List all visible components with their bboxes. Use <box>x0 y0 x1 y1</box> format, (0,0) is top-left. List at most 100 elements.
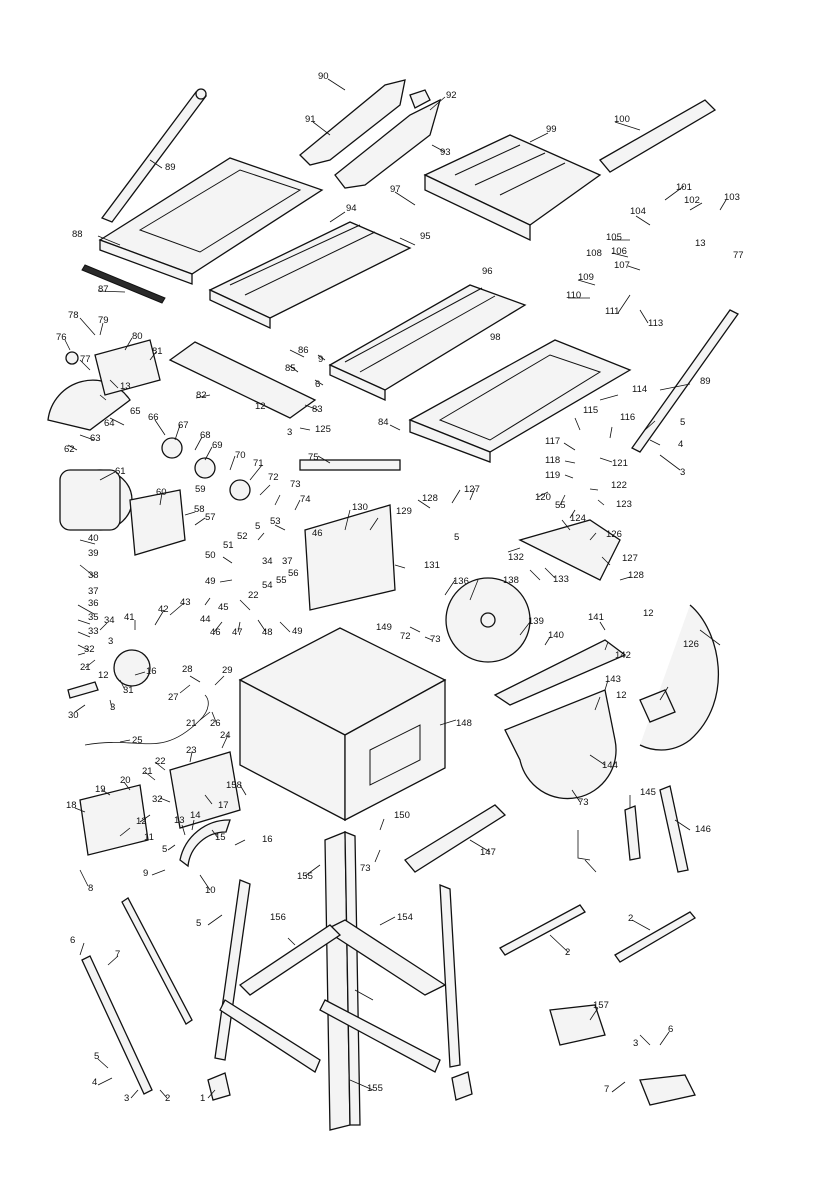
callout-13c: 13 <box>174 815 185 826</box>
callout-88: 88 <box>72 229 83 240</box>
callout-56: 56 <box>288 568 299 579</box>
callout-139: 138 <box>503 575 519 586</box>
callout-38: 38 <box>88 570 99 581</box>
callout-6c: 6 <box>668 1024 673 1035</box>
callout-13b: 13 <box>120 381 131 392</box>
callout-25: 25 <box>132 735 143 746</box>
callout-123: 123 <box>616 499 632 510</box>
callout-6b: 6 <box>70 935 75 946</box>
hex-key-157 <box>577 830 591 861</box>
callout-156: 158 <box>226 780 242 791</box>
callout-2a: 2 <box>165 1093 170 1104</box>
callout-47: 47 <box>232 627 243 638</box>
callout-12b: 12 <box>98 670 109 681</box>
callout-131: 128 <box>422 493 438 504</box>
callout-59: 59 <box>195 484 206 495</box>
callout-77a: 77 <box>733 250 744 261</box>
callout-151: 150 <box>394 810 410 821</box>
saw-blade-139 <box>445 577 531 663</box>
callout-55a: 55 <box>555 500 566 511</box>
callout-5e: 5 <box>196 918 201 929</box>
callout-33: 33 <box>88 626 99 637</box>
callout-97: 97 <box>390 184 401 195</box>
callout-12c: 12 <box>136 816 147 827</box>
callout-2c: 2 <box>628 913 633 924</box>
callout-15: 15 <box>215 832 226 843</box>
callout-22a: 22 <box>248 590 259 601</box>
callout-40: 40 <box>88 533 99 544</box>
callout-87: 87 <box>98 284 109 295</box>
callout-53: 53 <box>270 516 281 527</box>
callout-46b: 46 <box>210 627 221 638</box>
callout-138: 136 <box>453 576 469 587</box>
callout-16a: 16 <box>146 666 157 677</box>
callout-145: 144 <box>602 760 618 771</box>
blade-guard <box>299 79 442 189</box>
power-cord-25 <box>84 694 209 746</box>
rail-89-right <box>631 309 739 453</box>
callout-153a: 155 <box>297 871 313 882</box>
callout-10: 10 <box>205 885 216 896</box>
rail-89-left <box>100 88 208 223</box>
callout-55b: 55 <box>276 575 287 586</box>
callout-141: 140 <box>548 630 564 641</box>
bevel-scale-10 <box>179 819 231 868</box>
switch-box <box>79 784 149 856</box>
right-table-extension-99 <box>423 134 602 242</box>
callout-89a: 89 <box>165 162 176 173</box>
callout-105: 105 <box>606 232 622 243</box>
callout-104: 104 <box>630 206 646 217</box>
callout-116: 116 <box>620 412 635 423</box>
callout-75: 75 <box>308 452 319 463</box>
dust-chute <box>493 639 627 800</box>
parts-drawing <box>47 79 739 1131</box>
callout-126: 127 <box>622 553 638 564</box>
motor-61 <box>59 469 133 531</box>
callout-153b: 155 <box>367 1083 383 1094</box>
callout-144: 143 <box>605 674 621 685</box>
callout-140: 139 <box>528 616 544 627</box>
callout-115: 115 <box>583 405 598 416</box>
callout-32a: 32 <box>84 644 95 655</box>
riving-knife-125 <box>518 519 621 581</box>
callout-147: 146 <box>695 824 711 835</box>
callout-60: 60 <box>156 487 167 498</box>
gearbox-60 <box>129 489 186 556</box>
callout-43: 43 <box>180 597 191 608</box>
callout-132: 129 <box>396 506 412 517</box>
callout-119: 119 <box>545 470 560 481</box>
callout-21b: 21 <box>186 718 197 729</box>
callout-4b: 4 <box>92 1077 97 1088</box>
callout-24: 24 <box>220 730 231 741</box>
callout-35: 35 <box>88 612 99 623</box>
callout-18: 18 <box>66 800 77 811</box>
callout-108: 108 <box>586 248 602 259</box>
arbor-bracket-133 <box>304 504 396 611</box>
left-table-extension-88 <box>98 157 324 285</box>
callout-127: 128 <box>628 570 644 581</box>
callout-99: 99 <box>546 124 557 135</box>
callout-76: 76 <box>56 332 67 343</box>
callout-85: 85 <box>285 363 296 374</box>
callout-121: 121 <box>612 458 628 469</box>
callout-98: 98 <box>490 332 501 343</box>
callout-4a: 4 <box>678 439 683 450</box>
callout-50: 50 <box>205 550 216 561</box>
callout-129: 125 <box>315 424 331 435</box>
callout-65: 65 <box>130 406 141 417</box>
miter-gauge-148 <box>404 804 507 873</box>
callout-6a: 6 <box>315 379 320 390</box>
callout-84: 84 <box>378 417 389 428</box>
callout-21c: 21 <box>142 766 153 777</box>
callout-44: 44 <box>200 614 211 625</box>
callout-8: 8 <box>88 883 93 894</box>
callout-9: 9 <box>318 354 323 365</box>
callout-37a: 37 <box>282 556 293 567</box>
callout-80: 80 <box>132 331 143 342</box>
callout-42: 42 <box>158 604 169 615</box>
callout-111: 111 <box>605 306 619 317</box>
callout-5c: 5 <box>162 844 167 855</box>
callout-49b: 49 <box>292 626 303 637</box>
callout-3a: 3 <box>287 427 292 438</box>
callout-26: 26 <box>210 718 221 729</box>
